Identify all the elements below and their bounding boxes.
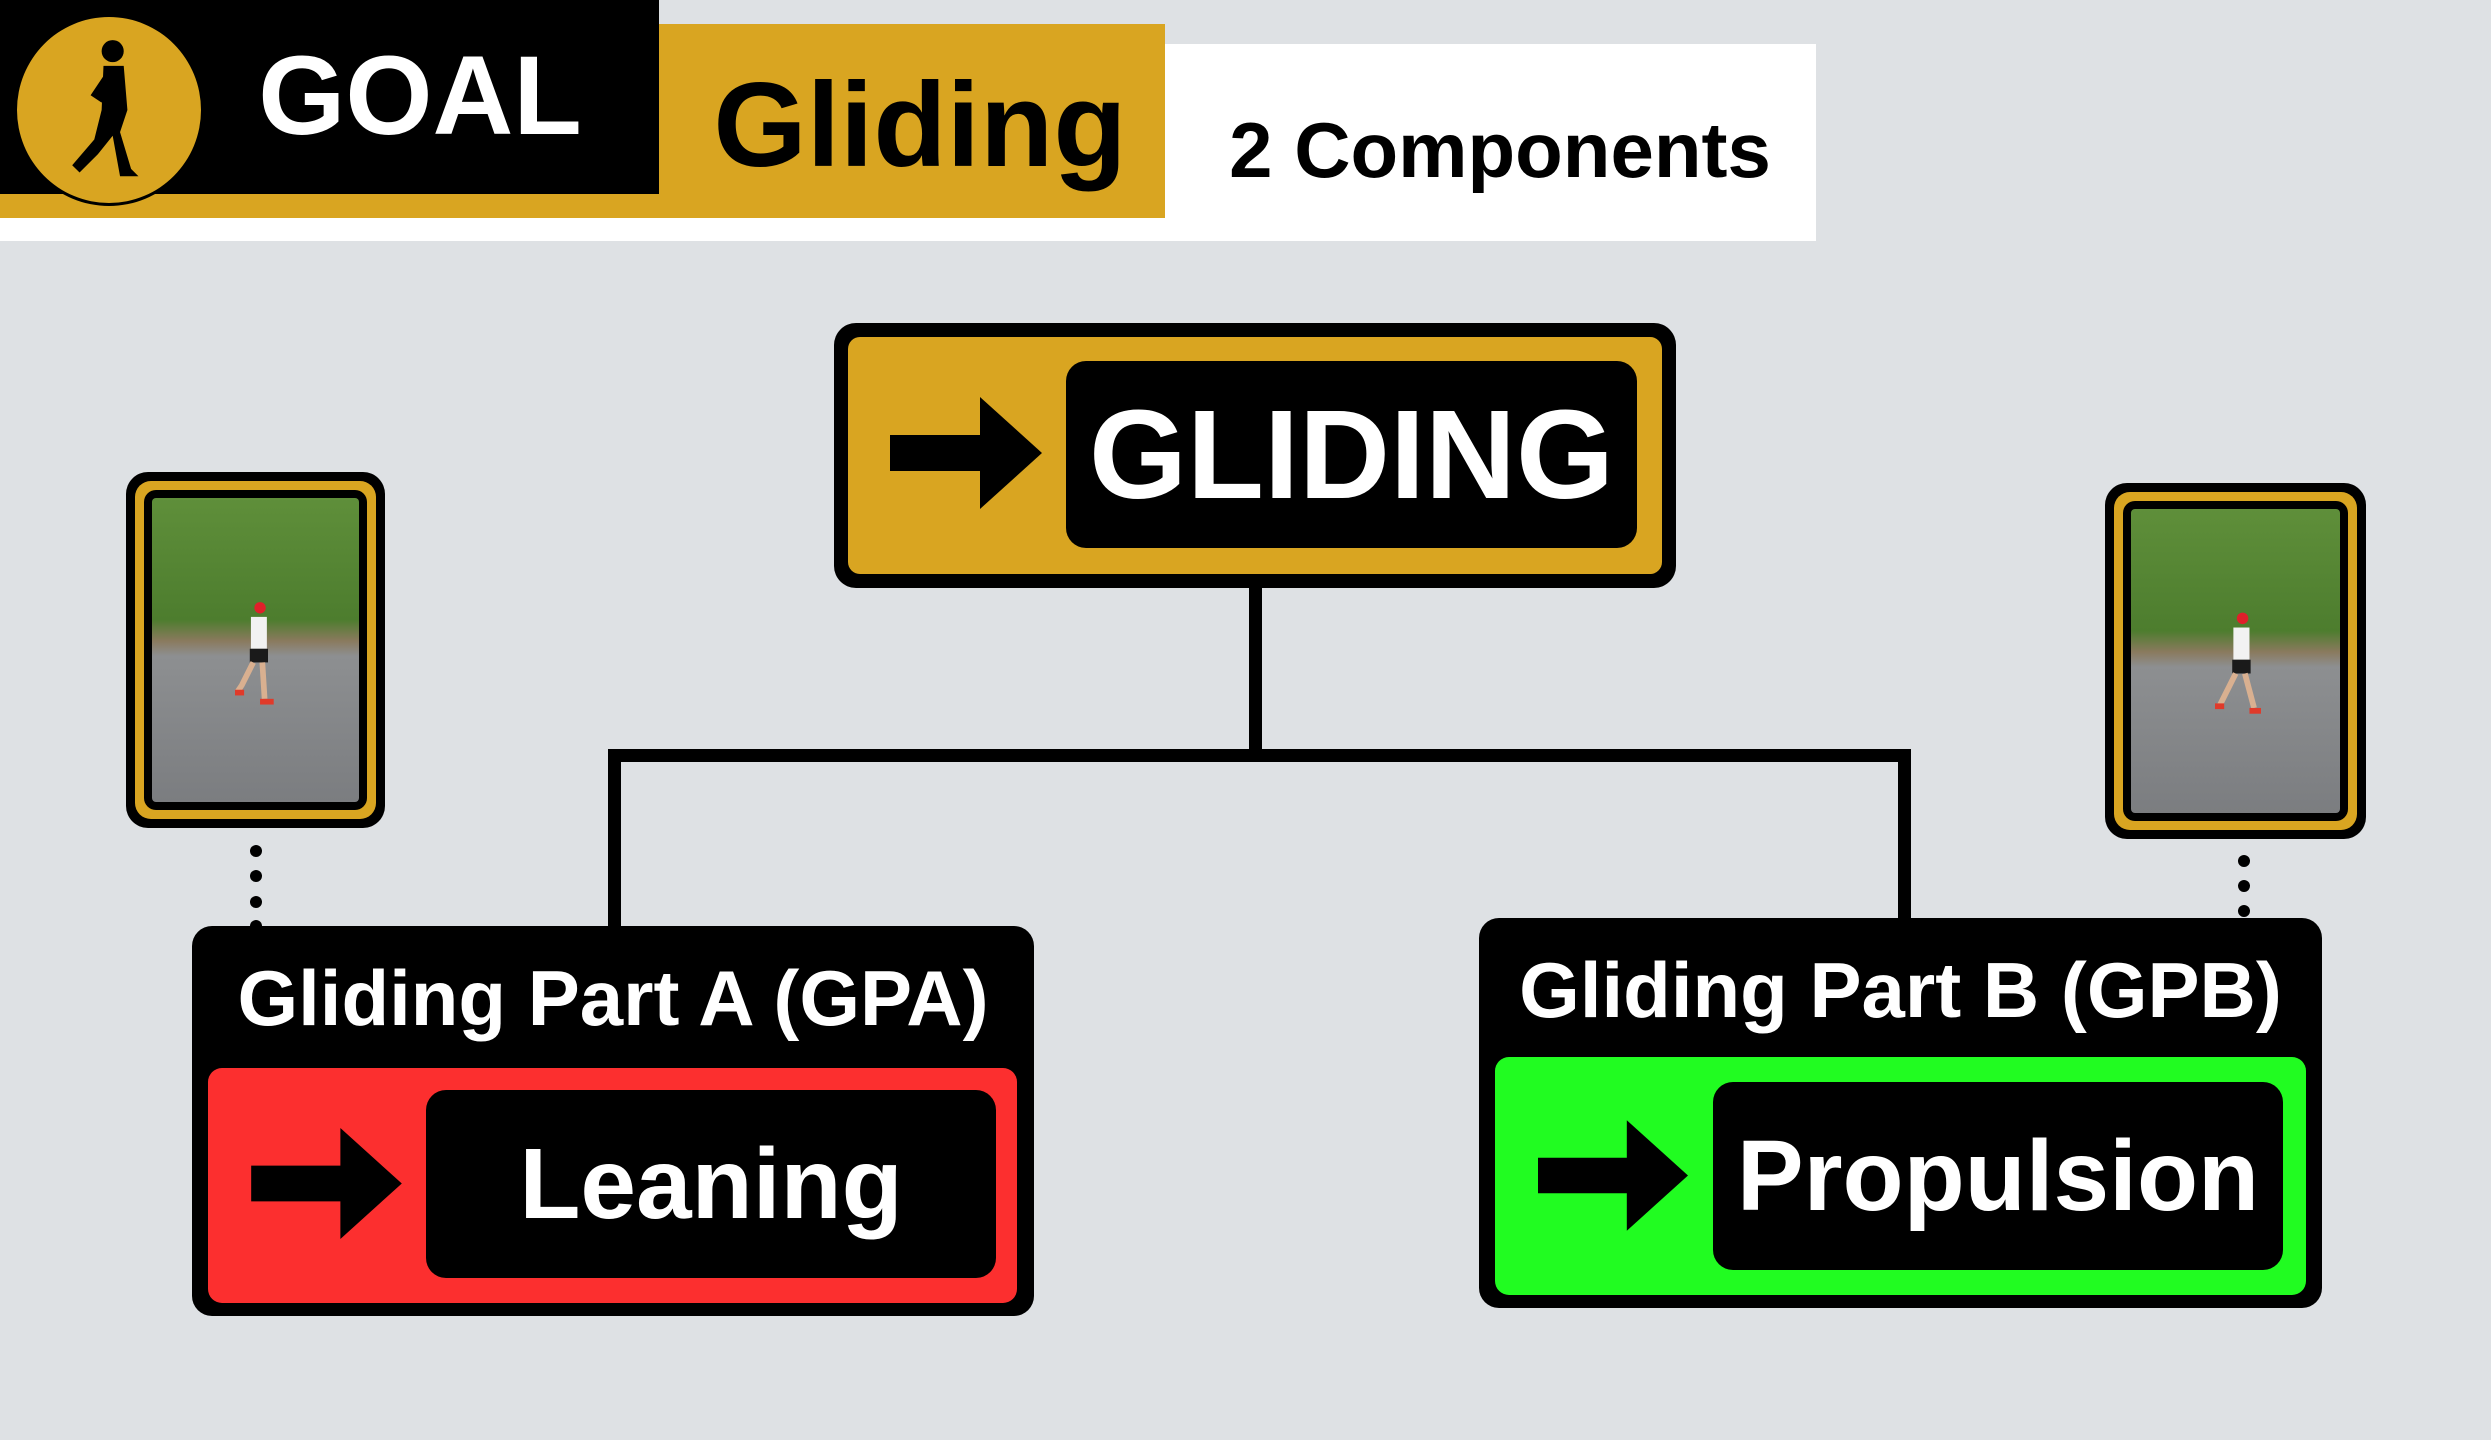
child-node-b: Gliding Part B (GPB) Propulsion [1479,918,2322,1308]
dotted-connector-dot [250,920,262,932]
topic-title: Gliding [713,58,1127,192]
connector-horizontal [608,749,1911,762]
child-a-panel: Leaning [208,1068,1017,1303]
runner-photo [2131,509,2340,813]
arrow-right-icon [251,1128,402,1239]
runner-photo [152,498,359,802]
thumbnail-propulsion [2105,483,2366,839]
dotted-connector-dot [250,870,262,882]
root-node: GLIDING [834,323,1676,588]
child-a-label: Leaning [426,1090,996,1278]
dotted-connector-dot [2238,855,2250,867]
arrow-right-icon [890,397,1042,509]
connector-left [608,749,621,931]
connector-right [1898,749,1911,923]
child-node-a: Gliding Part A (GPA) Leaning [192,926,1034,1316]
root-label: GLIDING [1066,361,1637,548]
child-b-panel: Propulsion [1495,1057,2306,1295]
dotted-connector-dot [2238,880,2250,892]
dotted-connector-dot [250,845,262,857]
connector-vertical-root [1249,585,1262,761]
subtitle: 2 Components [1229,105,1771,194]
arrow-right-icon [1538,1120,1688,1231]
goal-badge-text: GOAL [258,32,582,158]
thumbnail-leaning [126,472,385,828]
child-b-label: Propulsion [1713,1082,2283,1270]
dotted-connector-dot [250,896,262,908]
runner-logo-icon [14,14,204,206]
child-a-title: Gliding Part A (GPA) [237,953,989,1042]
child-b-title: Gliding Part B (GPB) [1519,945,2282,1034]
dotted-connector-dot [2238,905,2250,917]
